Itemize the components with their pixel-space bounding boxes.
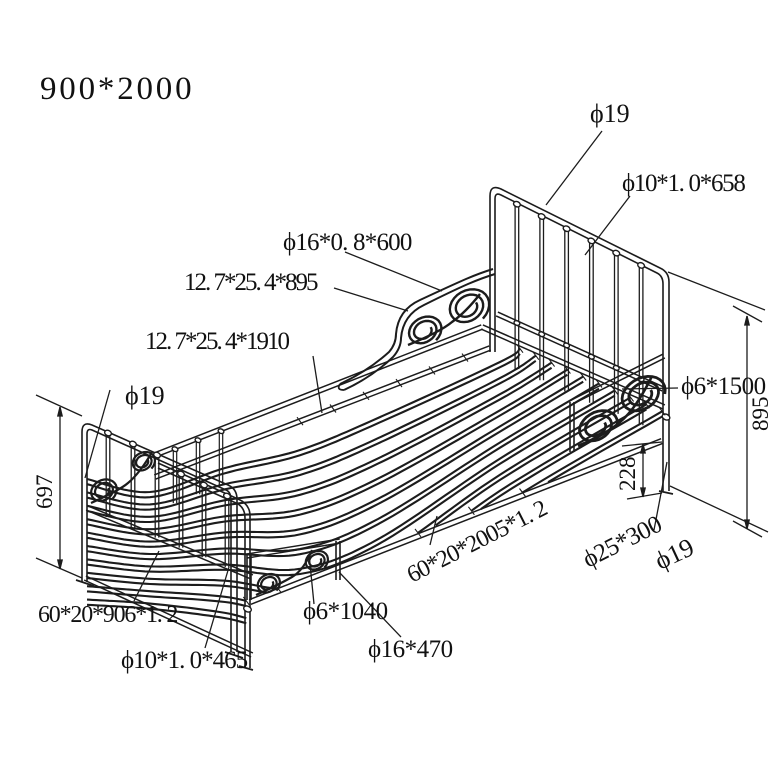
svg-text:ϕ19: ϕ19 [125,381,165,410]
svg-text:ϕ25*300: ϕ25*300 [578,511,666,573]
svg-text:228: 228 [615,457,640,492]
svg-text:697: 697 [32,475,57,510]
svg-text:ϕ19: ϕ19 [590,99,630,128]
svg-text:ϕ16*470: ϕ16*470 [368,636,453,663]
svg-text:900*2000: 900*2000 [40,71,194,107]
svg-text:ϕ6*1500: ϕ6*1500 [681,373,766,400]
svg-text:ϕ16*0. 8*600: ϕ16*0. 8*600 [283,229,412,256]
svg-text:ϕ10*1. 0*465: ϕ10*1. 0*465 [121,647,248,674]
svg-text:60*20*906*1. 2: 60*20*906*1. 2 [38,602,177,628]
svg-text:12. 7*25. 4*895: 12. 7*25. 4*895 [184,269,318,296]
svg-text:12. 7*25. 4*1910: 12. 7*25. 4*1910 [145,328,290,355]
svg-text:895: 895 [748,397,770,432]
svg-text:ϕ10*1. 0*658: ϕ10*1. 0*658 [622,170,745,197]
svg-text:ϕ6*1040: ϕ6*1040 [303,598,388,625]
